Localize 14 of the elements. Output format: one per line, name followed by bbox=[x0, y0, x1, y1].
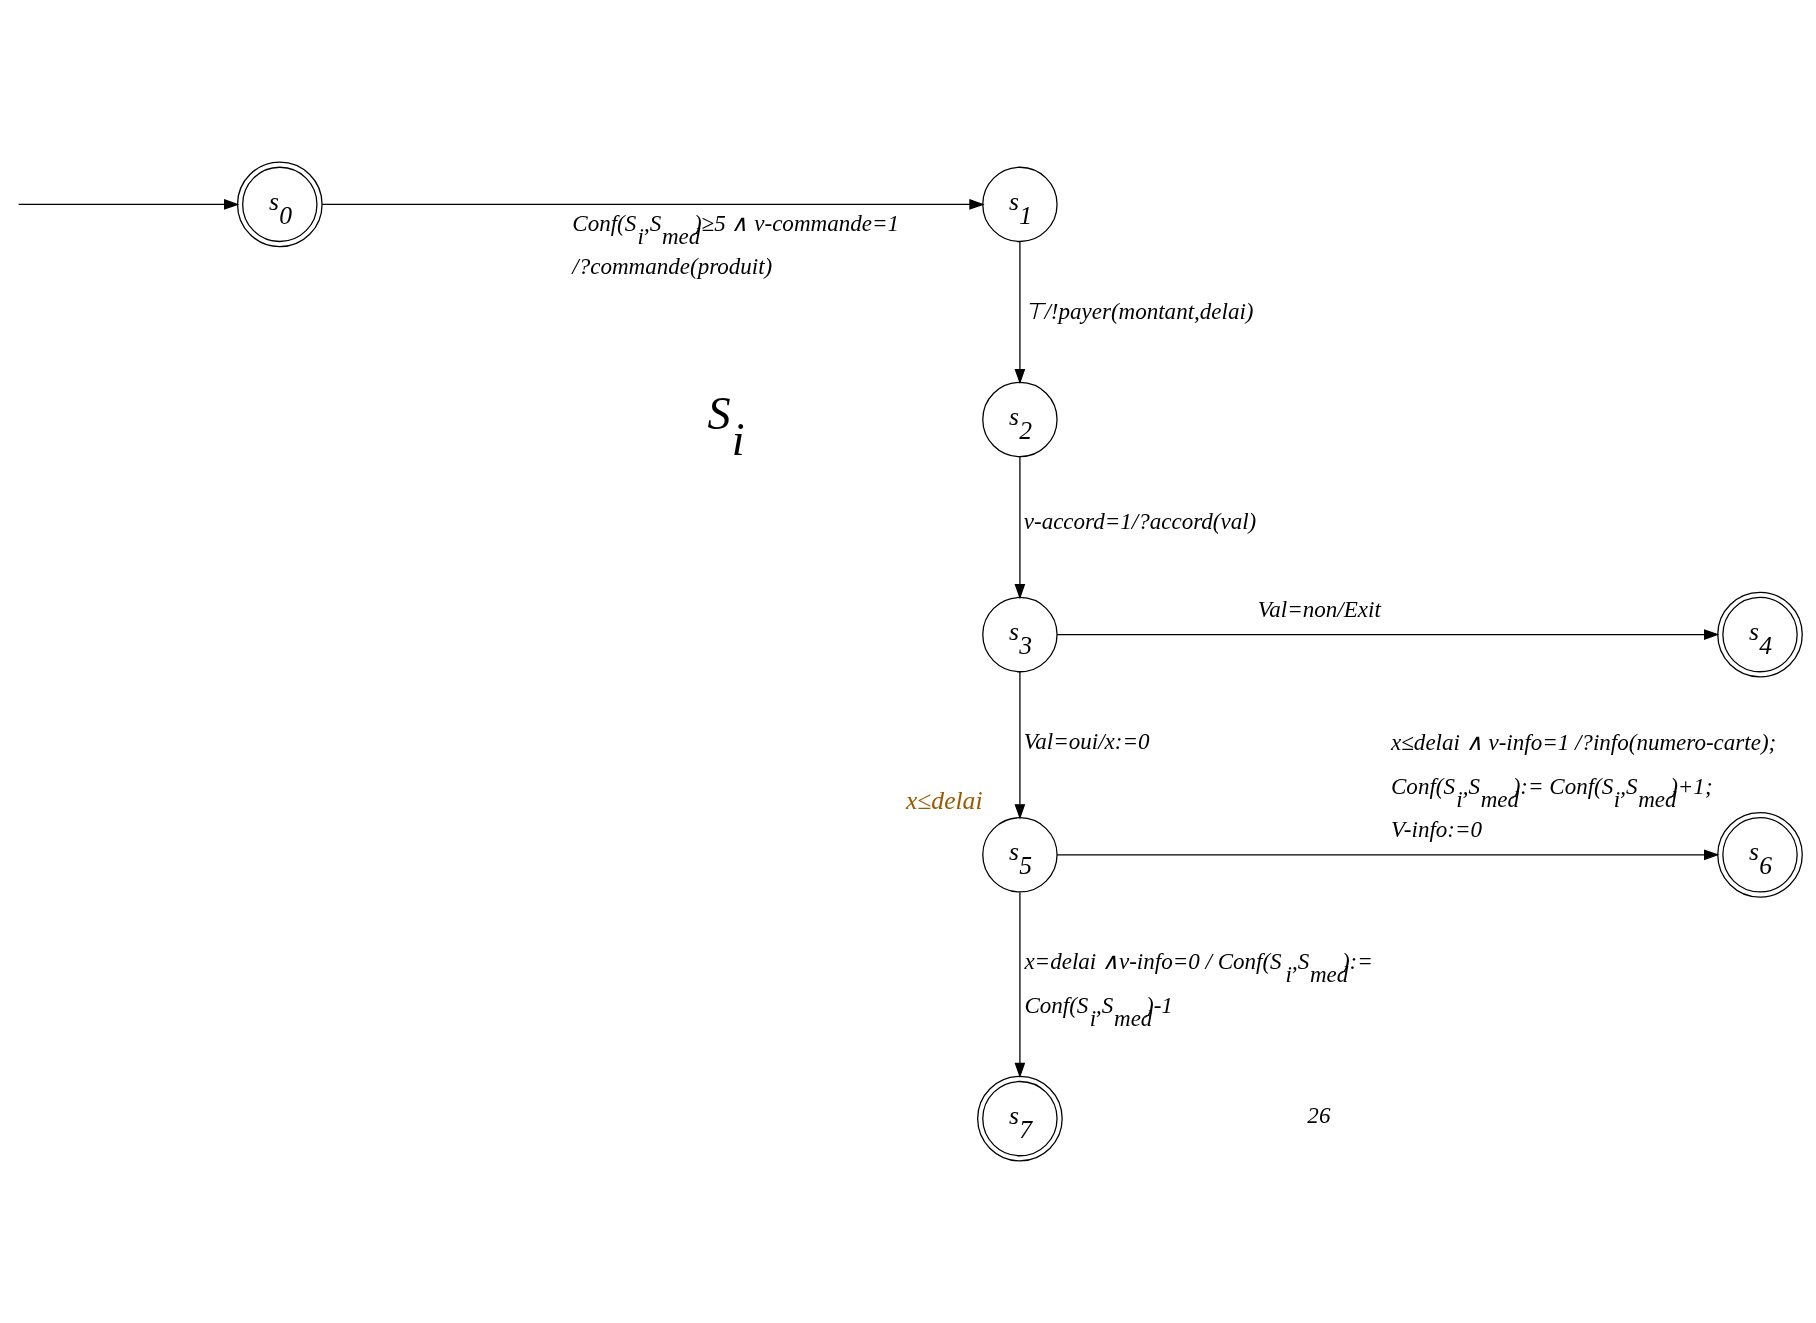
arrow bbox=[321, 199, 985, 210]
arrow bbox=[1056, 849, 1720, 861]
arrow bbox=[1014, 241, 1026, 385]
node-label: x≤delai bbox=[905, 785, 983, 815]
arrow bbox=[1014, 891, 1026, 1079]
edge-label: Val=oui/x:=0 bbox=[1023, 728, 1150, 755]
edge-label: ⊤/!payer(montant,delai) bbox=[1024, 297, 1254, 324]
edge-label: Val=non/Exit bbox=[1257, 596, 1381, 623]
arrow bbox=[17, 199, 240, 210]
arrow bbox=[1014, 456, 1026, 600]
edge-label: v-accord=1/?accord(val) bbox=[1023, 507, 1257, 534]
arrow bbox=[1056, 629, 1720, 640]
arrow bbox=[1014, 671, 1026, 820]
label: 26 bbox=[1307, 1101, 1331, 1128]
